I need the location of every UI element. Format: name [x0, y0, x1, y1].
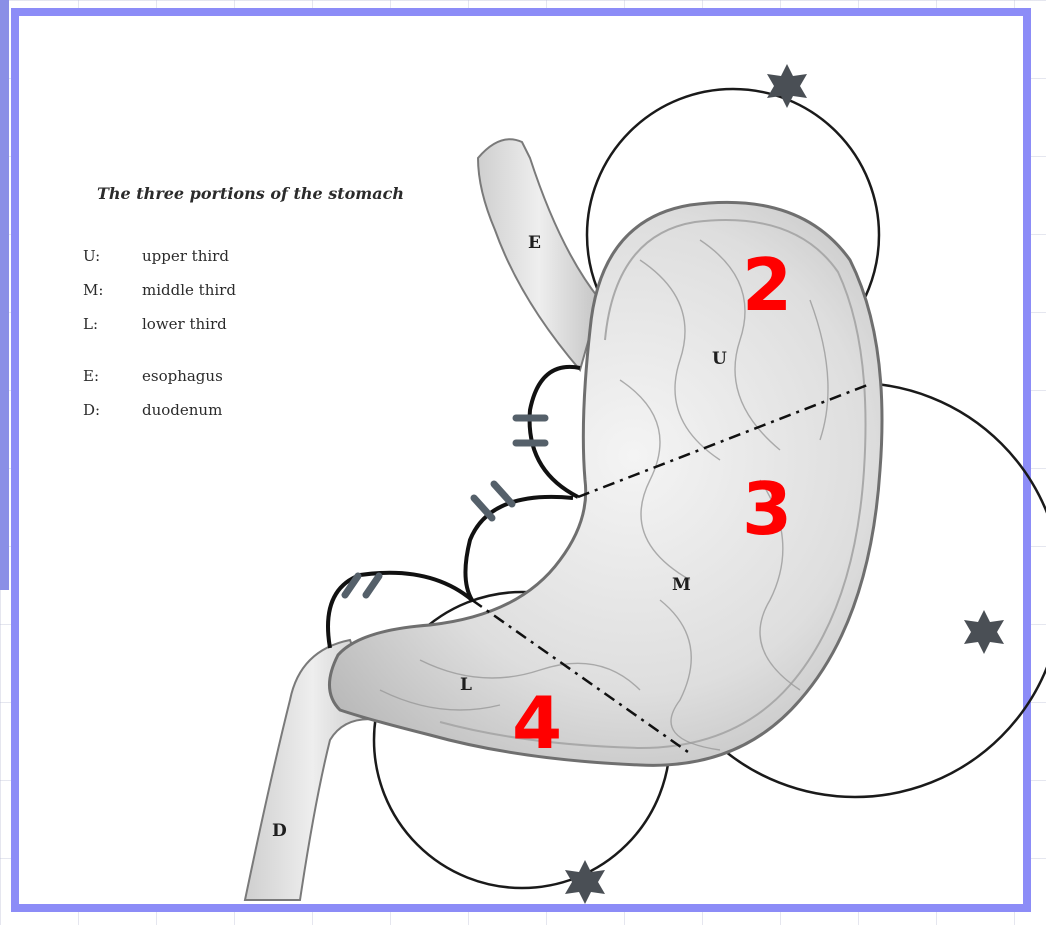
label-duodenum: D: [272, 821, 287, 841]
stomach-shape: [329, 202, 882, 765]
legend-item-lower: L: lower third: [97, 307, 404, 341]
legend-value: duodenum: [142, 393, 222, 427]
star-icon: [767, 64, 807, 108]
legend-key: E:: [83, 359, 123, 393]
legend-key: M:: [83, 273, 123, 307]
legend-key: D:: [83, 393, 123, 427]
label-middle: M: [672, 575, 691, 595]
esophagus-shape: [478, 139, 600, 370]
legend-key: U:: [83, 239, 123, 273]
legend-value: upper third: [142, 239, 229, 273]
station-number-3: 3: [742, 467, 792, 551]
legend-item-upper: U: upper third: [97, 239, 404, 273]
legend: The three portions of the stomach U: upp…: [97, 184, 404, 427]
arc-small-1: [530, 367, 580, 497]
star-icon: [964, 610, 1004, 654]
clamp-marks: [345, 418, 545, 595]
legend-item-duodenum: D: duodenum: [97, 393, 404, 427]
legend-title: The three portions of the stomach: [97, 184, 404, 203]
label-esophagus: E: [528, 233, 541, 253]
station-number-2: 2: [742, 243, 792, 327]
legend-value: lower third: [142, 307, 227, 341]
legend-item-middle: M: middle third: [97, 273, 404, 307]
legend-item-esophagus: E: esophagus: [97, 359, 404, 393]
legend-key: L:: [83, 307, 123, 341]
label-lower: L: [460, 675, 472, 695]
station-number-4: 4: [512, 681, 562, 765]
legend-value: middle third: [142, 273, 236, 307]
clamp-icon: [474, 498, 492, 518]
legend-value: esophagus: [142, 359, 223, 393]
label-upper: U: [712, 349, 727, 369]
